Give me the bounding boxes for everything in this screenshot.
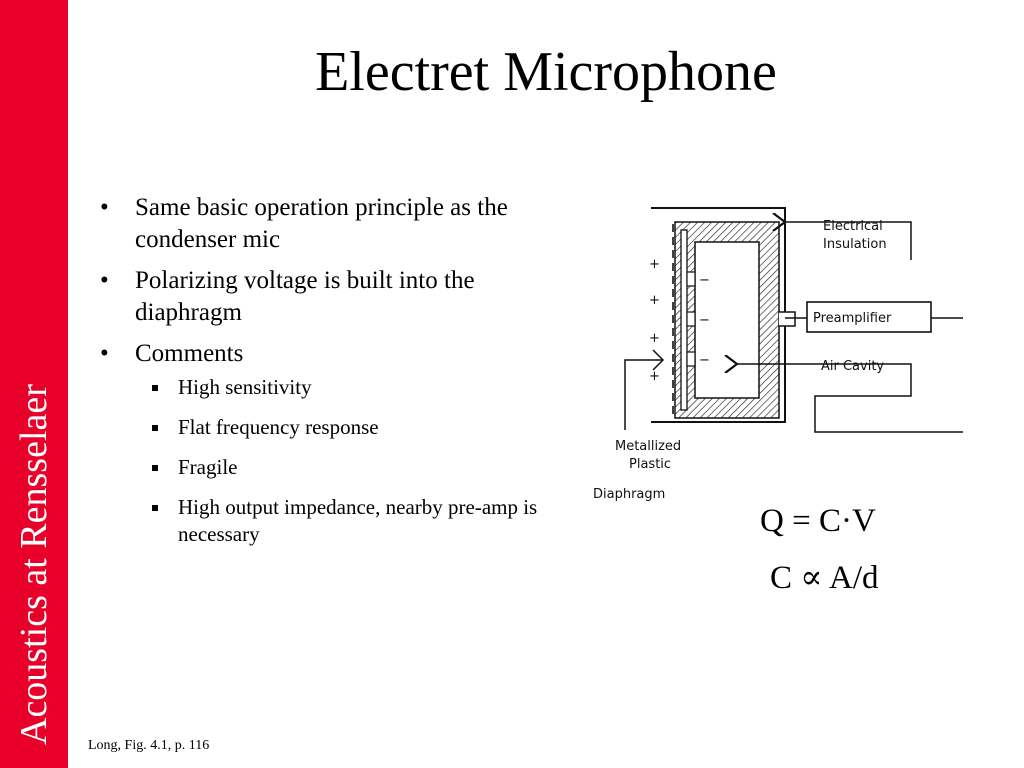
sidebar-text: Acoustics at Rensselaer	[13, 384, 55, 745]
capacitance-equation: C ∝ A/d	[770, 560, 879, 596]
sub-bullet-list: High sensitivity Flat frequency response…	[135, 374, 568, 548]
diaphragm-label: Diaphragm	[593, 487, 665, 502]
label-electrical-insulation: Electrical Insulation	[785, 219, 912, 260]
minus-sign: −	[699, 353, 710, 368]
bullet-item: Comments High sensitivity Flat frequency…	[98, 338, 568, 548]
figure-citation: Long, Fig. 4.1, p. 116	[88, 738, 210, 753]
slide-title: Electret Microphone	[315, 41, 777, 103]
bullet-text: Comments	[135, 340, 244, 367]
sub-bullet-item: Flat frequency response	[135, 414, 568, 441]
minus-sign: −	[699, 273, 710, 288]
plus-sign: +	[649, 369, 660, 384]
bullet-text: Same basic operation principle as the co…	[135, 194, 508, 253]
bullet-text: Polarizing voltage is built into the dia…	[135, 267, 475, 326]
microphone-housing	[651, 207, 807, 423]
electret-charges: + + + + − − −	[649, 257, 710, 384]
sidebar-band: Acoustics at Rensselaer	[0, 0, 68, 768]
electrical-label: Electrical	[823, 219, 883, 234]
electret-diagram: + + + + − − − Electrical Insulation Prea…	[593, 207, 963, 502]
label-diaphragm: Metallized Plastic Diaphragm	[593, 349, 681, 502]
label-air-cavity: Air Cavity	[737, 359, 963, 433]
plus-sign: +	[649, 331, 660, 346]
sub-bullet-item: High sensitivity	[135, 374, 568, 401]
plastic-label: Plastic	[629, 457, 671, 472]
sub-bullet-item: Fragile	[135, 454, 568, 481]
preamplifier-box: Preamplifier	[806, 301, 963, 333]
insulation-label: Insulation	[823, 237, 887, 252]
bullet-list: Same basic operation principle as the co…	[98, 192, 568, 561]
charge-equation: Q = C·V	[760, 503, 876, 539]
sub-bullet-item: High output impedance, nearby pre-amp is…	[135, 494, 568, 548]
bullet-item: Polarizing voltage is built into the dia…	[98, 265, 568, 329]
plus-sign: +	[649, 293, 660, 308]
air-cavity-label: Air Cavity	[821, 359, 884, 374]
metallized-label: Metallized	[615, 439, 681, 454]
plus-sign: +	[649, 257, 660, 272]
minus-sign: −	[699, 313, 710, 328]
preamplifier-label: Preamplifier	[813, 311, 892, 326]
bullet-item: Same basic operation principle as the co…	[98, 192, 568, 256]
